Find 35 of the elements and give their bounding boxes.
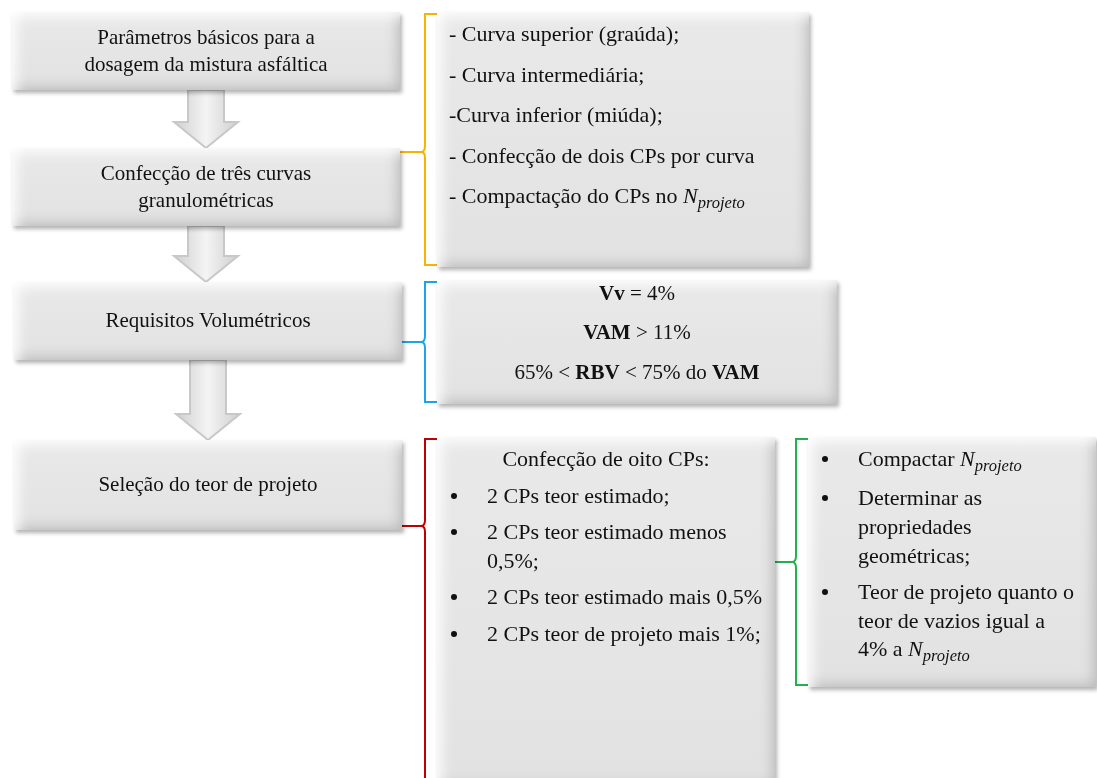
- process-box: [12, 148, 400, 226]
- text-line: Confecção de três curvas granulométricas: [99, 159, 313, 214]
- bracket-connector: [774, 438, 809, 686]
- text-line: - Curva intermediária;: [449, 60, 646, 89]
- bullet-item: 2 CPs teor de projeto mais 1%;: [449, 619, 763, 649]
- text-panel: [437, 437, 775, 778]
- text-line: Vv = 4%: [598, 280, 676, 307]
- bullet-item: Teor de projeto quanto o teor de vazios igual a 4% a N$_{projeto}$: [820, 578, 1076, 667]
- bullet-item: 2 CPs teor estimado;: [449, 481, 763, 511]
- block-arrow: [171, 225, 241, 284]
- text-panel: [437, 280, 837, 404]
- text-line: - Curva superior (graúda);: [449, 20, 681, 48]
- process-box: [14, 282, 402, 360]
- bullet-item: 2 CPs teor estimado menos 0,5%;: [449, 518, 763, 576]
- block-arrow: [173, 359, 243, 442]
- text-panel: [437, 12, 809, 267]
- text-line: Requisitos Volumétricos: [105, 307, 311, 335]
- bracket-connector: [399, 13, 438, 266]
- text-line: - Confecção de dois CPs por curva: [449, 141, 756, 170]
- process-box: [14, 440, 402, 530]
- text-line: 65% < RBV < 75% do VAM: [513, 358, 761, 386]
- bracket-connector: [401, 438, 438, 778]
- text-line: - Compactação do CPs no N$_{projeto}$: [449, 182, 746, 214]
- process-box: [12, 12, 400, 90]
- bracket-connector: [401, 281, 438, 403]
- block-arrow: [171, 89, 241, 150]
- bullet-item: Determinar as propriedades geométricas;: [820, 484, 1076, 571]
- text-line: Confecção de oito CPs:: [501, 445, 711, 473]
- text-line: VAM > 11%: [582, 319, 692, 347]
- text-line: Parâmetros básicos para a dosagem da mistura asfáltica: [83, 23, 329, 78]
- text-line: -Curva inferior (miúda);: [449, 101, 664, 130]
- text-panel: [808, 437, 1096, 687]
- bullet-item: Compactar N$_{projeto}$: [820, 445, 1076, 477]
- text-line: Seleção do teor de projeto: [98, 471, 318, 499]
- bullet-item: 2 CPs teor estimado mais 0,5%: [449, 583, 763, 612]
